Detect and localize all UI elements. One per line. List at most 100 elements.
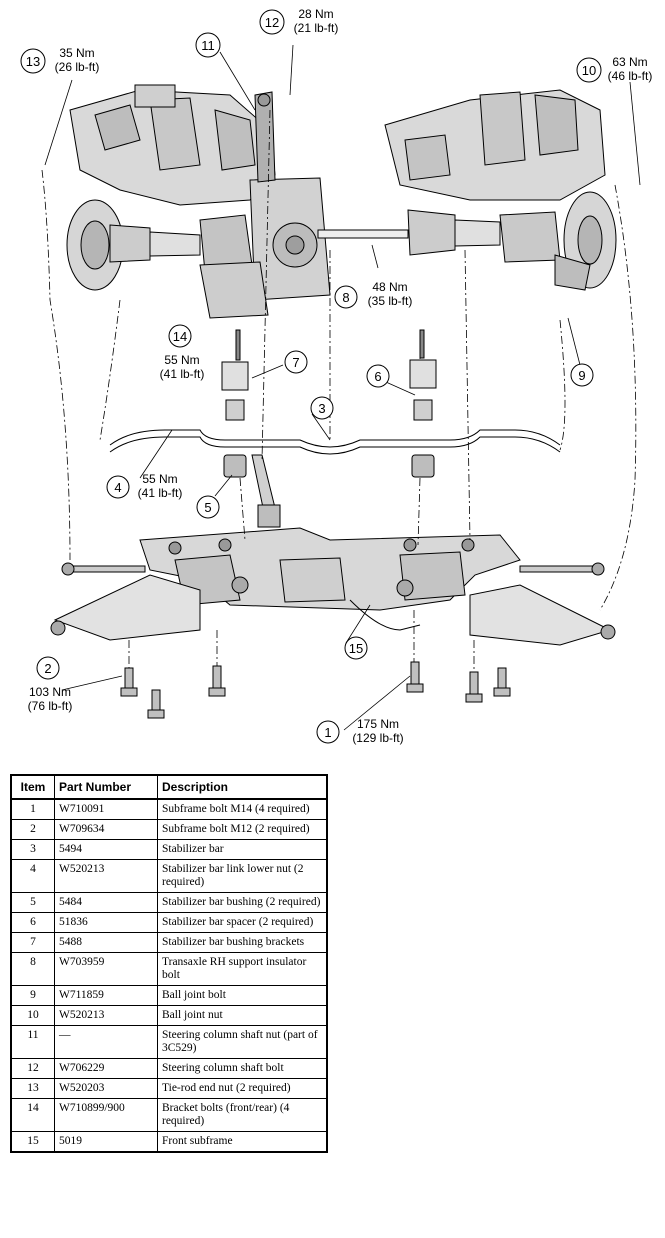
svg-text:3: 3 [318, 401, 325, 416]
item-cell: 4 [11, 859, 55, 893]
svg-text:(35 lb-ft): (35 lb-ft) [368, 294, 413, 308]
svg-text:(26 lb-ft): (26 lb-ft) [55, 60, 100, 74]
svg-text:(21 lb-ft): (21 lb-ft) [294, 21, 339, 35]
svg-text:6: 6 [374, 369, 381, 384]
svg-text:15: 15 [349, 641, 363, 656]
item-cell: 9 [11, 985, 55, 1006]
part-number-cell: — [54, 1025, 158, 1059]
description-cell: Steering column shaft nut (part of 3C529… [157, 1025, 327, 1059]
svg-text:2: 2 [44, 661, 51, 676]
part-number-cell: W710091 [54, 799, 158, 820]
part-number-cell: W711859 [54, 985, 158, 1006]
callout-6: 6 [366, 364, 390, 388]
svg-text:8: 8 [342, 290, 349, 305]
front-subframe [139, 527, 521, 631]
svg-text:103 Nm: 103 Nm [29, 685, 71, 699]
part-number-cell: W520203 [54, 1078, 158, 1099]
item-cell: 13 [11, 1078, 55, 1099]
item-cell: 10 [11, 1005, 55, 1026]
svg-text:7: 7 [292, 355, 299, 370]
callout-15: 15 [344, 636, 368, 660]
description-cell: Ball joint nut [157, 1005, 327, 1026]
item-cell: 12 [11, 1058, 55, 1079]
description-cell: Transaxle RH support insulator bolt [157, 952, 327, 986]
item-cell: 1 [11, 799, 55, 820]
svg-text:(46 lb-ft): (46 lb-ft) [608, 69, 653, 83]
callout-2: 2 103 Nm (76 lb-ft) [28, 656, 73, 713]
part-number-cell: 5484 [54, 892, 158, 913]
exploded-assembly-diagram: 1 175 Nm (129 lb-ft) 2 103 Nm (76 lb-ft)… [20, 7, 653, 745]
description-cell: Bracket bolts (front/rear) (4 required) [157, 1098, 327, 1132]
description-cell: Stabilizer bar link lower nut (2 require… [157, 859, 327, 893]
callout-8: 8 48 Nm (35 lb-ft) [334, 280, 413, 309]
part-number-cell: W520213 [54, 859, 158, 893]
callout-1: 1 175 Nm (129 lb-ft) [316, 717, 404, 745]
svg-text:(41 lb-ft): (41 lb-ft) [138, 486, 183, 500]
drive-shaft [317, 229, 409, 239]
description-cell: Steering column shaft bolt [157, 1058, 327, 1079]
description-cell: Ball joint bolt [157, 985, 327, 1006]
part-number-cell: W703959 [54, 952, 158, 986]
callout-3: 3 [310, 396, 334, 420]
callout-14: 14 55 Nm (41 lb-ft) [160, 324, 204, 381]
part-number-cell: 5494 [54, 839, 158, 860]
description-cell: Stabilizer bar [157, 839, 327, 860]
item-cell: 15 [11, 1131, 55, 1153]
svg-text:55 Nm: 55 Nm [164, 353, 199, 367]
left-suspension-assembly [66, 84, 331, 319]
part-number-cell: 51836 [54, 912, 158, 933]
part-number-cell: W709634 [54, 819, 158, 840]
callout-5: 5 [196, 495, 220, 519]
header-description: Description [157, 775, 327, 800]
callout-10: 10 63 Nm (46 lb-ft) [576, 55, 653, 83]
table-row: 11—Steering column shaft nut (part of 3C… [11, 1025, 327, 1059]
svg-text:28 Nm: 28 Nm [298, 7, 333, 21]
description-cell: Stabilizer bar spacer (2 required) [157, 912, 327, 933]
svg-text:1: 1 [324, 725, 331, 740]
header-part-number: Part Number [54, 775, 158, 800]
svg-text:(76 lb-ft): (76 lb-ft) [28, 699, 73, 713]
tie-rods [61, 562, 605, 576]
steering-shaft [251, 454, 281, 528]
svg-text:35 Nm: 35 Nm [59, 46, 94, 60]
part-number-cell: 5488 [54, 932, 158, 953]
stabilizer-bar [109, 429, 561, 455]
svg-text:14: 14 [173, 329, 187, 344]
description-cell: Front subframe [157, 1131, 327, 1153]
svg-text:13: 13 [26, 54, 40, 69]
item-cell: 7 [11, 932, 55, 953]
part-number-cell: 5019 [54, 1131, 158, 1153]
part-number-cell: W710899/900 [54, 1098, 158, 1132]
svg-text:63 Nm: 63 Nm [612, 55, 647, 69]
table-header-row: Item Part Number Description [11, 775, 327, 800]
description-cell: Subframe bolt M14 (4 required) [157, 799, 327, 820]
callout-4: 4 55 Nm (41 lb-ft) [106, 472, 183, 500]
header-item: Item [11, 775, 55, 800]
svg-text:(129 lb-ft): (129 lb-ft) [352, 731, 403, 745]
callout-7: 7 [284, 350, 308, 374]
item-cell: 8 [11, 952, 55, 986]
svg-text:9: 9 [578, 368, 585, 383]
part-number-cell: W706229 [54, 1058, 158, 1079]
svg-text:55 Nm: 55 Nm [142, 472, 177, 486]
callout-9: 9 [570, 363, 594, 387]
callout-13: 13 35 Nm (26 lb-ft) [20, 46, 100, 74]
svg-text:11: 11 [201, 38, 215, 53]
part-number-cell: W520213 [54, 1005, 158, 1026]
callout-11: 11 [195, 32, 221, 58]
item-cell: 3 [11, 839, 55, 860]
